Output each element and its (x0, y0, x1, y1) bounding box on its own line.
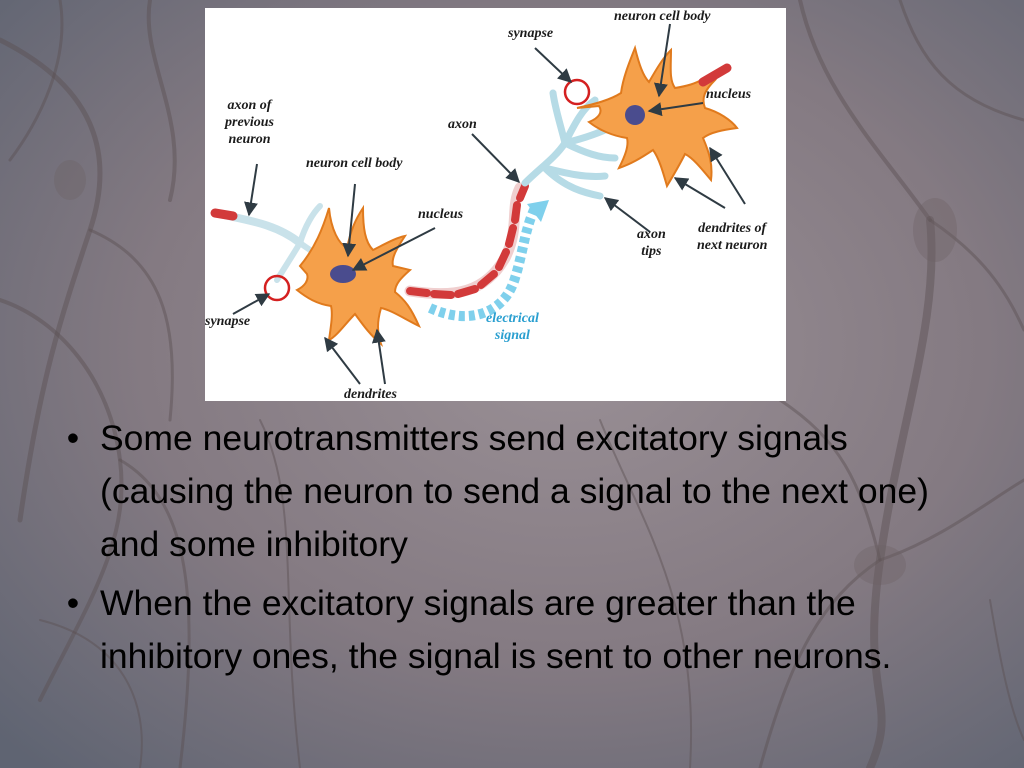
axon-tips (521, 89, 619, 200)
synapse-circle-right (563, 78, 591, 106)
electrical-signal-arrow (427, 200, 549, 321)
previous-neuron-axon (210, 203, 333, 283)
bullet-marker: • (66, 583, 80, 623)
bullet-text: Some neurotransmitters send excitatory s… (100, 418, 929, 564)
label-axon: axon (448, 117, 477, 132)
synapse-circle-left (263, 274, 291, 302)
bullet-text: When the excitatory signals are greater … (100, 583, 892, 676)
label-dendrites-of-next-neuron: dendrites of next neuron (697, 221, 768, 253)
label-synapse-right: synapse (508, 26, 554, 41)
label-electrical-signal: electrical signal (486, 311, 539, 343)
label-neuron-cell-body-right: neuron cell body (614, 9, 711, 24)
bullet-marker: • (66, 418, 80, 458)
neuron-diagram: axon of previous neuron neuron cell body… (205, 8, 786, 401)
label-nucleus-right: nucleus (706, 87, 752, 102)
bullet-list: • Some neurotransmitters send excitatory… (58, 412, 978, 689)
label-synapse-left: synapse (205, 314, 251, 329)
axon (404, 182, 529, 300)
label-axon-of-previous-neuron: axon of previous neuron (225, 98, 274, 147)
label-nucleus-left: nucleus (418, 207, 464, 222)
bullet-item-excitatory-inhibitory: • Some neurotransmitters send excitatory… (58, 412, 978, 571)
label-dendrites-left: dendrites (344, 387, 397, 401)
label-neuron-cell-body-left: neuron cell body (306, 156, 403, 171)
neuron-diagram-drawing (210, 23, 746, 385)
right-neuron-cell-body (576, 44, 739, 189)
left-neuron-cell-body (295, 204, 422, 348)
pointer-arrows (232, 23, 746, 385)
label-axon-tips: axon tips (637, 227, 666, 259)
bullet-item-signal-sent: • When the excitatory signals are greate… (58, 577, 978, 683)
